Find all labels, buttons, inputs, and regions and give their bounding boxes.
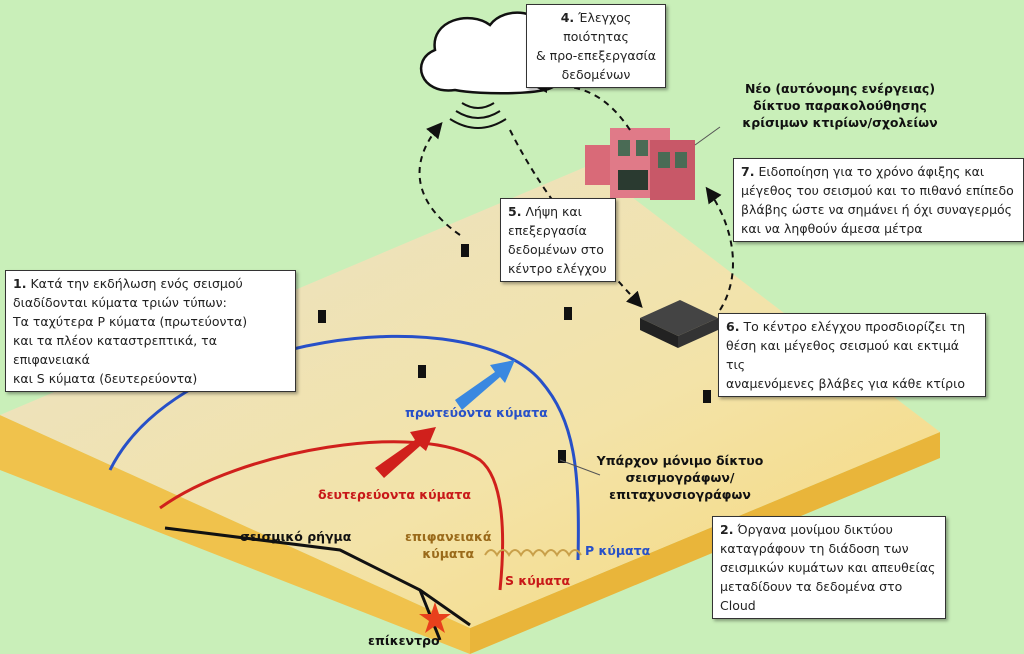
ground-side-right: [470, 432, 940, 654]
surface-wave: [484, 549, 582, 557]
s-waves-label: S κύματα: [505, 573, 571, 588]
step-1-box: 1. Κατά την εκδήλωση ενός σεισμού διαδίδ…: [5, 270, 296, 392]
p-wave-arrow: [455, 360, 515, 410]
step-2-box: 2. Όργανα μονίμου δικτύου καταγράφουν τη…: [712, 516, 946, 619]
fault-label: σεισμικό ρήγμα: [240, 529, 352, 544]
step-6-box: 6. Το κέντρο ελέγχου προσδιορίζει τη θέσ…: [718, 313, 986, 397]
s-wave-front: [159, 440, 505, 591]
new-network-label: Νέο (αυτόνομης ενέργειας)δίκτυο παρακολο…: [742, 81, 938, 130]
seismograph-stations: [318, 244, 711, 463]
s-wave-arrow: [375, 427, 436, 478]
epicenter-label: επίκεντρο: [368, 633, 440, 648]
secondary-waves-label: δευτερεύοντα κύματα: [318, 487, 471, 502]
school-building: [585, 128, 695, 200]
epicenter-star-icon: [419, 602, 451, 633]
p-waves-label: P κύματα: [585, 543, 651, 558]
control-center-box: [640, 300, 718, 336]
wireless-signal-icon: [449, 102, 507, 129]
fault-line: [164, 526, 471, 627]
ground-side-left: [0, 415, 470, 654]
primary-waves-label: πρωτεύοντα κύματα: [405, 405, 548, 420]
step-7-box: 7. Ειδοποίηση για το χρόνο άφιξης και μέ…: [733, 158, 1024, 242]
